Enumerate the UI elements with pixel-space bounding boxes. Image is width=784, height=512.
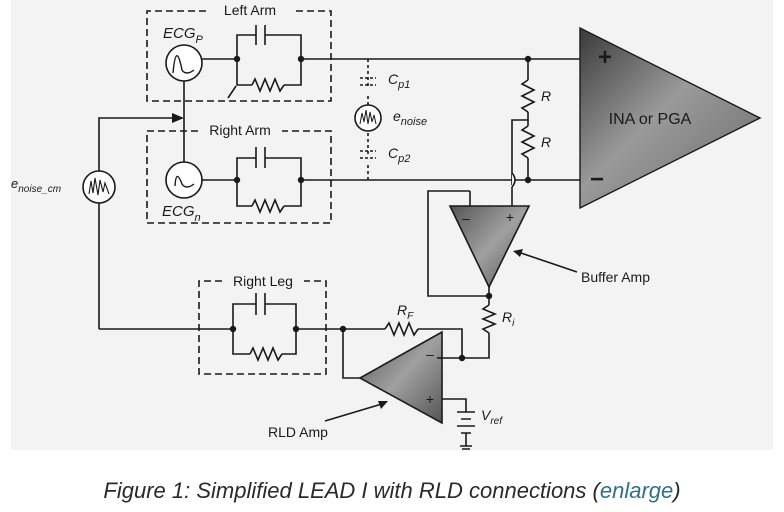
- resistor-icon: [520, 125, 536, 159]
- vref-label: Vref: [481, 407, 503, 427]
- resistor-icon: [251, 76, 285, 94]
- ina-plus-sign: +: [598, 44, 612, 71]
- e-noise-cm-label: enoise_cm: [11, 176, 61, 195]
- cp1-label: Cp1: [388, 71, 410, 91]
- noise-source-icon: [354, 104, 382, 132]
- e-noise-label: enoise: [393, 108, 427, 128]
- resistor-icon: [520, 79, 536, 113]
- ecg-p-label: ECGP: [163, 25, 204, 46]
- ina-pga-amp: [579, 26, 762, 210]
- right-arm-label: Right Arm: [209, 122, 270, 138]
- rld-plus-sign: +: [426, 391, 434, 407]
- lead-i-rld-schematic: Left Arm Right Arm Right Leg ECGP ECGn C…: [11, 2, 762, 450]
- enlarge-link[interactable]: enlarge: [599, 478, 674, 503]
- battery-icon: [457, 411, 475, 434]
- capacitor-icon: [360, 150, 376, 159]
- resistor-icon: [480, 304, 498, 334]
- ecg-n-label: ECGn: [162, 203, 201, 224]
- capacitor-icon: [360, 77, 376, 86]
- buffer-amp: [448, 205, 531, 289]
- buffer-minus-sign: –: [462, 210, 470, 226]
- r-top-label: R: [541, 88, 551, 104]
- ri-label: Ri: [502, 309, 515, 329]
- capacitor-icon: [255, 25, 266, 45]
- ina-minus-sign: −: [590, 166, 604, 193]
- ecg-waveform-icon: [174, 175, 195, 188]
- caption-text: Figure 1: Simplified LEAD I with RLD con…: [103, 478, 600, 503]
- right-leg-label: Right Leg: [233, 273, 293, 289]
- ecg-p-source: [165, 44, 203, 82]
- rld-amp: [358, 330, 443, 425]
- caption-close: ): [673, 478, 681, 503]
- buffer-plus-sign: +: [506, 209, 514, 225]
- right-arm-box: [146, 130, 332, 224]
- capacitor-icon: [255, 293, 266, 315]
- resistor-icon: [384, 320, 419, 338]
- rld-amp-label: RLD Amp: [268, 424, 328, 440]
- right-leg-box: [198, 280, 327, 375]
- rf-label: RF: [397, 302, 414, 322]
- left-arm-box: [146, 10, 332, 102]
- ina-pga-label: INA or PGA: [609, 111, 692, 128]
- left-arm-label: Left Arm: [224, 2, 276, 18]
- r-bottom-label: R: [541, 134, 551, 150]
- ecg-waveform-icon: [172, 55, 195, 74]
- capacitor-icon: [255, 147, 266, 168]
- buffer-amp-label: Buffer Amp: [581, 269, 650, 285]
- resistor-icon: [251, 197, 285, 215]
- resistor-icon: [249, 345, 283, 363]
- cp2-label: Cp2: [388, 145, 410, 165]
- ecg-n-source: [165, 161, 203, 199]
- rld-minus-sign: –: [426, 346, 434, 362]
- figure-caption: Figure 1: Simplified LEAD I with RLD con…: [0, 478, 784, 504]
